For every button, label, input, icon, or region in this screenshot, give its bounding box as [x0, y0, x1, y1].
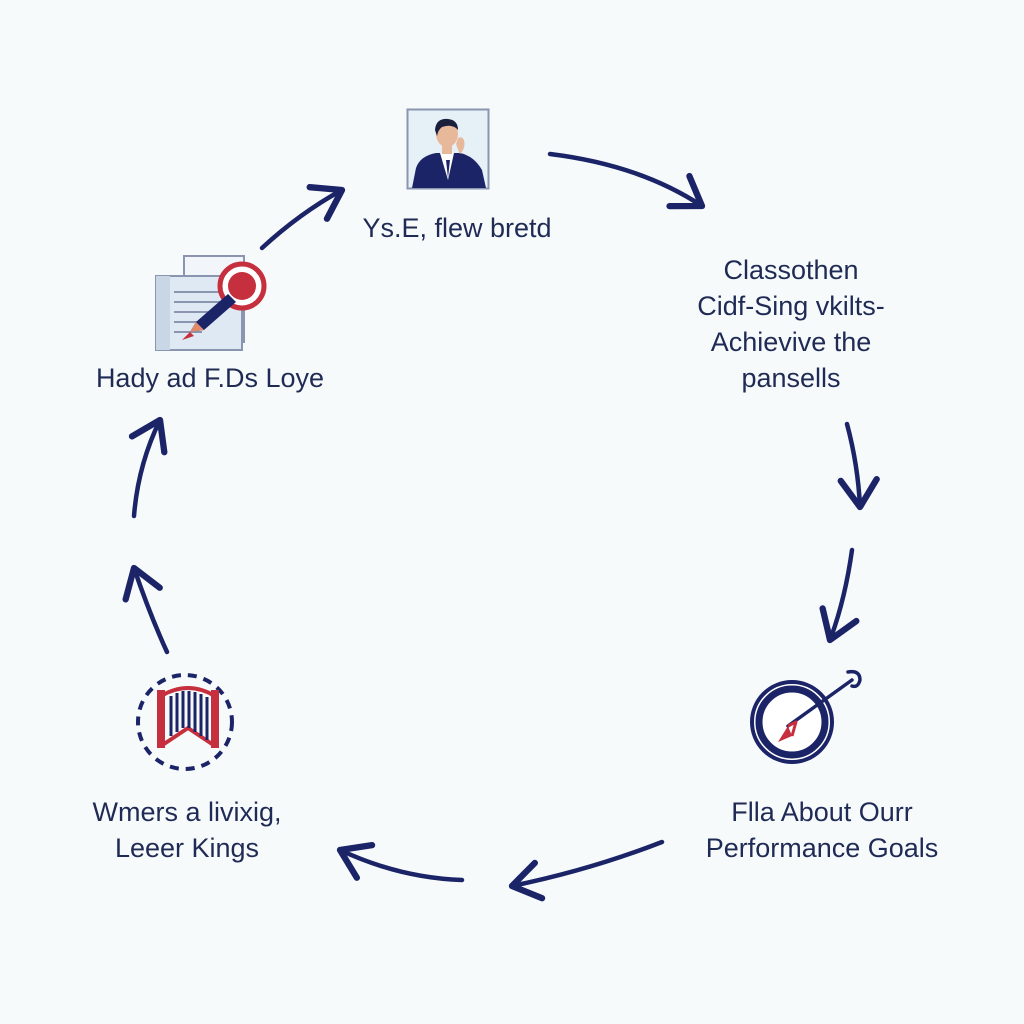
node-left-bottom-label: Wmers a livixig, Leeer Kings [92, 797, 282, 863]
node-right-bottom-label: Flla About Ourr Performance Goals [705, 797, 939, 863]
arrow-right-down-1 [837, 421, 880, 511]
bridge-icon [136, 673, 234, 771]
arrow-right-down-2 [819, 547, 860, 644]
arrow-bottom-2 [336, 841, 465, 883]
arrow-left-up-2 [128, 416, 168, 519]
arrow-left-up-1 [122, 564, 170, 655]
arrow-bottom-1 [508, 839, 665, 902]
node-left-top-label: Hady ad F.Ds Loye [95, 363, 325, 393]
node-right-top-label: Classothen Cidf-Sing vkilts- Achievive t… [697, 255, 885, 393]
arrow-left-to-top [259, 184, 346, 251]
arrow-top-to-right [547, 151, 706, 210]
target-dart-icon [750, 669, 862, 764]
node-top-label: Ys.E, flew bretd [362, 213, 552, 243]
businessman-icon [406, 108, 490, 190]
document-pen-icon [155, 255, 267, 351]
